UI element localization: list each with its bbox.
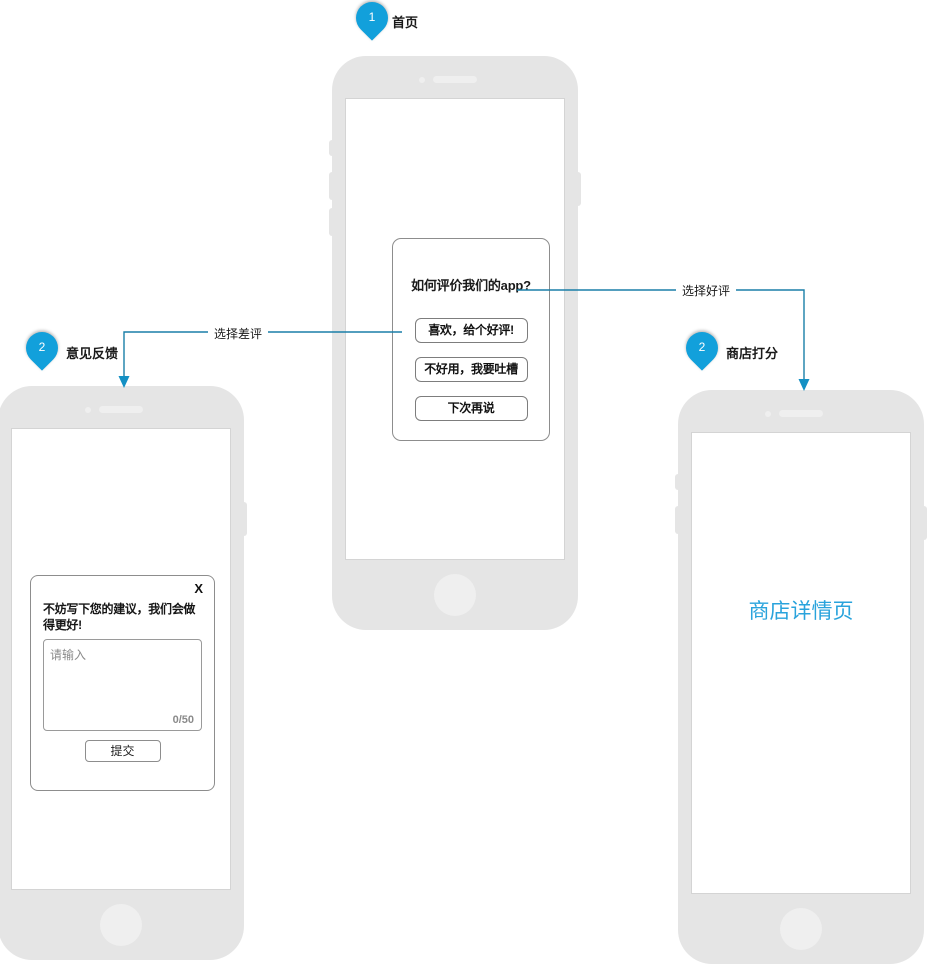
phone-home-button[interactable] — [100, 904, 142, 946]
phone-camera-icon — [765, 411, 771, 417]
marker-pin-2: 2 — [19, 325, 65, 378]
marker-number: 2 — [698, 340, 706, 354]
marker-number: 1 — [368, 10, 376, 24]
phone-speaker-icon — [99, 406, 143, 413]
store-detail-page-title: 商店详情页 — [748, 600, 854, 623]
phone-store: 商店详情页 — [675, 390, 927, 964]
rate-complain-button[interactable]: 不好用，我要吐槽 — [414, 357, 528, 382]
marker-label-home: 首页 — [392, 15, 419, 30]
marker-pin-3: 2 — [679, 325, 725, 378]
phone-home-button[interactable] — [780, 908, 822, 950]
rating-dialog: 如何评价我们的app? 喜欢，给个好评! 不好用，我要吐槽 下次再说 — [392, 238, 550, 441]
close-icon[interactable]: X — [194, 581, 203, 596]
phone-speaker-icon — [779, 410, 823, 417]
phone-mute-switch[interactable] — [329, 140, 332, 156]
phone-mute-switch[interactable] — [675, 474, 678, 490]
rate-like-button[interactable]: 喜欢，给个好评! — [414, 318, 528, 343]
feedback-dialog-title: 不妨写下您的建议，我们会做得更好! — [43, 602, 196, 632]
phone-store-screen: 商店详情页 — [691, 432, 911, 894]
feedback-char-counter: 0/50 — [172, 714, 194, 726]
phone-camera-icon — [419, 77, 425, 83]
rate-later-button[interactable]: 下次再说 — [414, 396, 528, 421]
phone-home: 如何评价我们的app? 喜欢，给个好评! 不好用，我要吐槽 下次再说 — [329, 56, 581, 630]
feedback-dialog: X 不妨写下您的建议，我们会做得更好! 请输入 0/50 提交 — [30, 575, 215, 791]
phone-volume-down-button[interactable] — [329, 208, 332, 236]
phone-volume-up-button[interactable] — [329, 172, 332, 200]
marker-pin-1: 1 — [349, 0, 395, 48]
phone-power-button[interactable] — [924, 506, 927, 540]
submit-button[interactable]: 提交 — [84, 740, 161, 762]
marker-number: 2 — [38, 340, 46, 354]
connector-label-bad-review: 选择差评 — [208, 325, 269, 342]
rating-dialog-title: 如何评价我们的app? — [411, 278, 531, 293]
phone-volume-up-button[interactable] — [675, 506, 678, 534]
phone-camera-icon — [85, 407, 91, 413]
feedback-textarea-placeholder: 请输入 — [50, 648, 87, 662]
marker-label-store-rating: 商店打分 — [726, 346, 779, 361]
connector-label-good-review: 选择好评 — [676, 282, 737, 299]
phone-power-button[interactable] — [578, 172, 581, 206]
phone-power-button[interactable] — [244, 502, 247, 536]
phone-speaker-icon — [433, 76, 477, 83]
phone-feedback-screen: X 不妨写下您的建议，我们会做得更好! 请输入 0/50 提交 — [11, 428, 231, 890]
phone-home-screen: 如何评价我们的app? 喜欢，给个好评! 不好用，我要吐槽 下次再说 — [345, 98, 565, 560]
phone-home-button[interactable] — [434, 574, 476, 616]
marker-label-feedback: 意见反馈 — [66, 346, 119, 361]
feedback-textarea[interactable]: 请输入 0/50 — [43, 639, 202, 731]
phone-feedback: X 不妨写下您的建议，我们会做得更好! 请输入 0/50 提交 — [0, 386, 247, 960]
